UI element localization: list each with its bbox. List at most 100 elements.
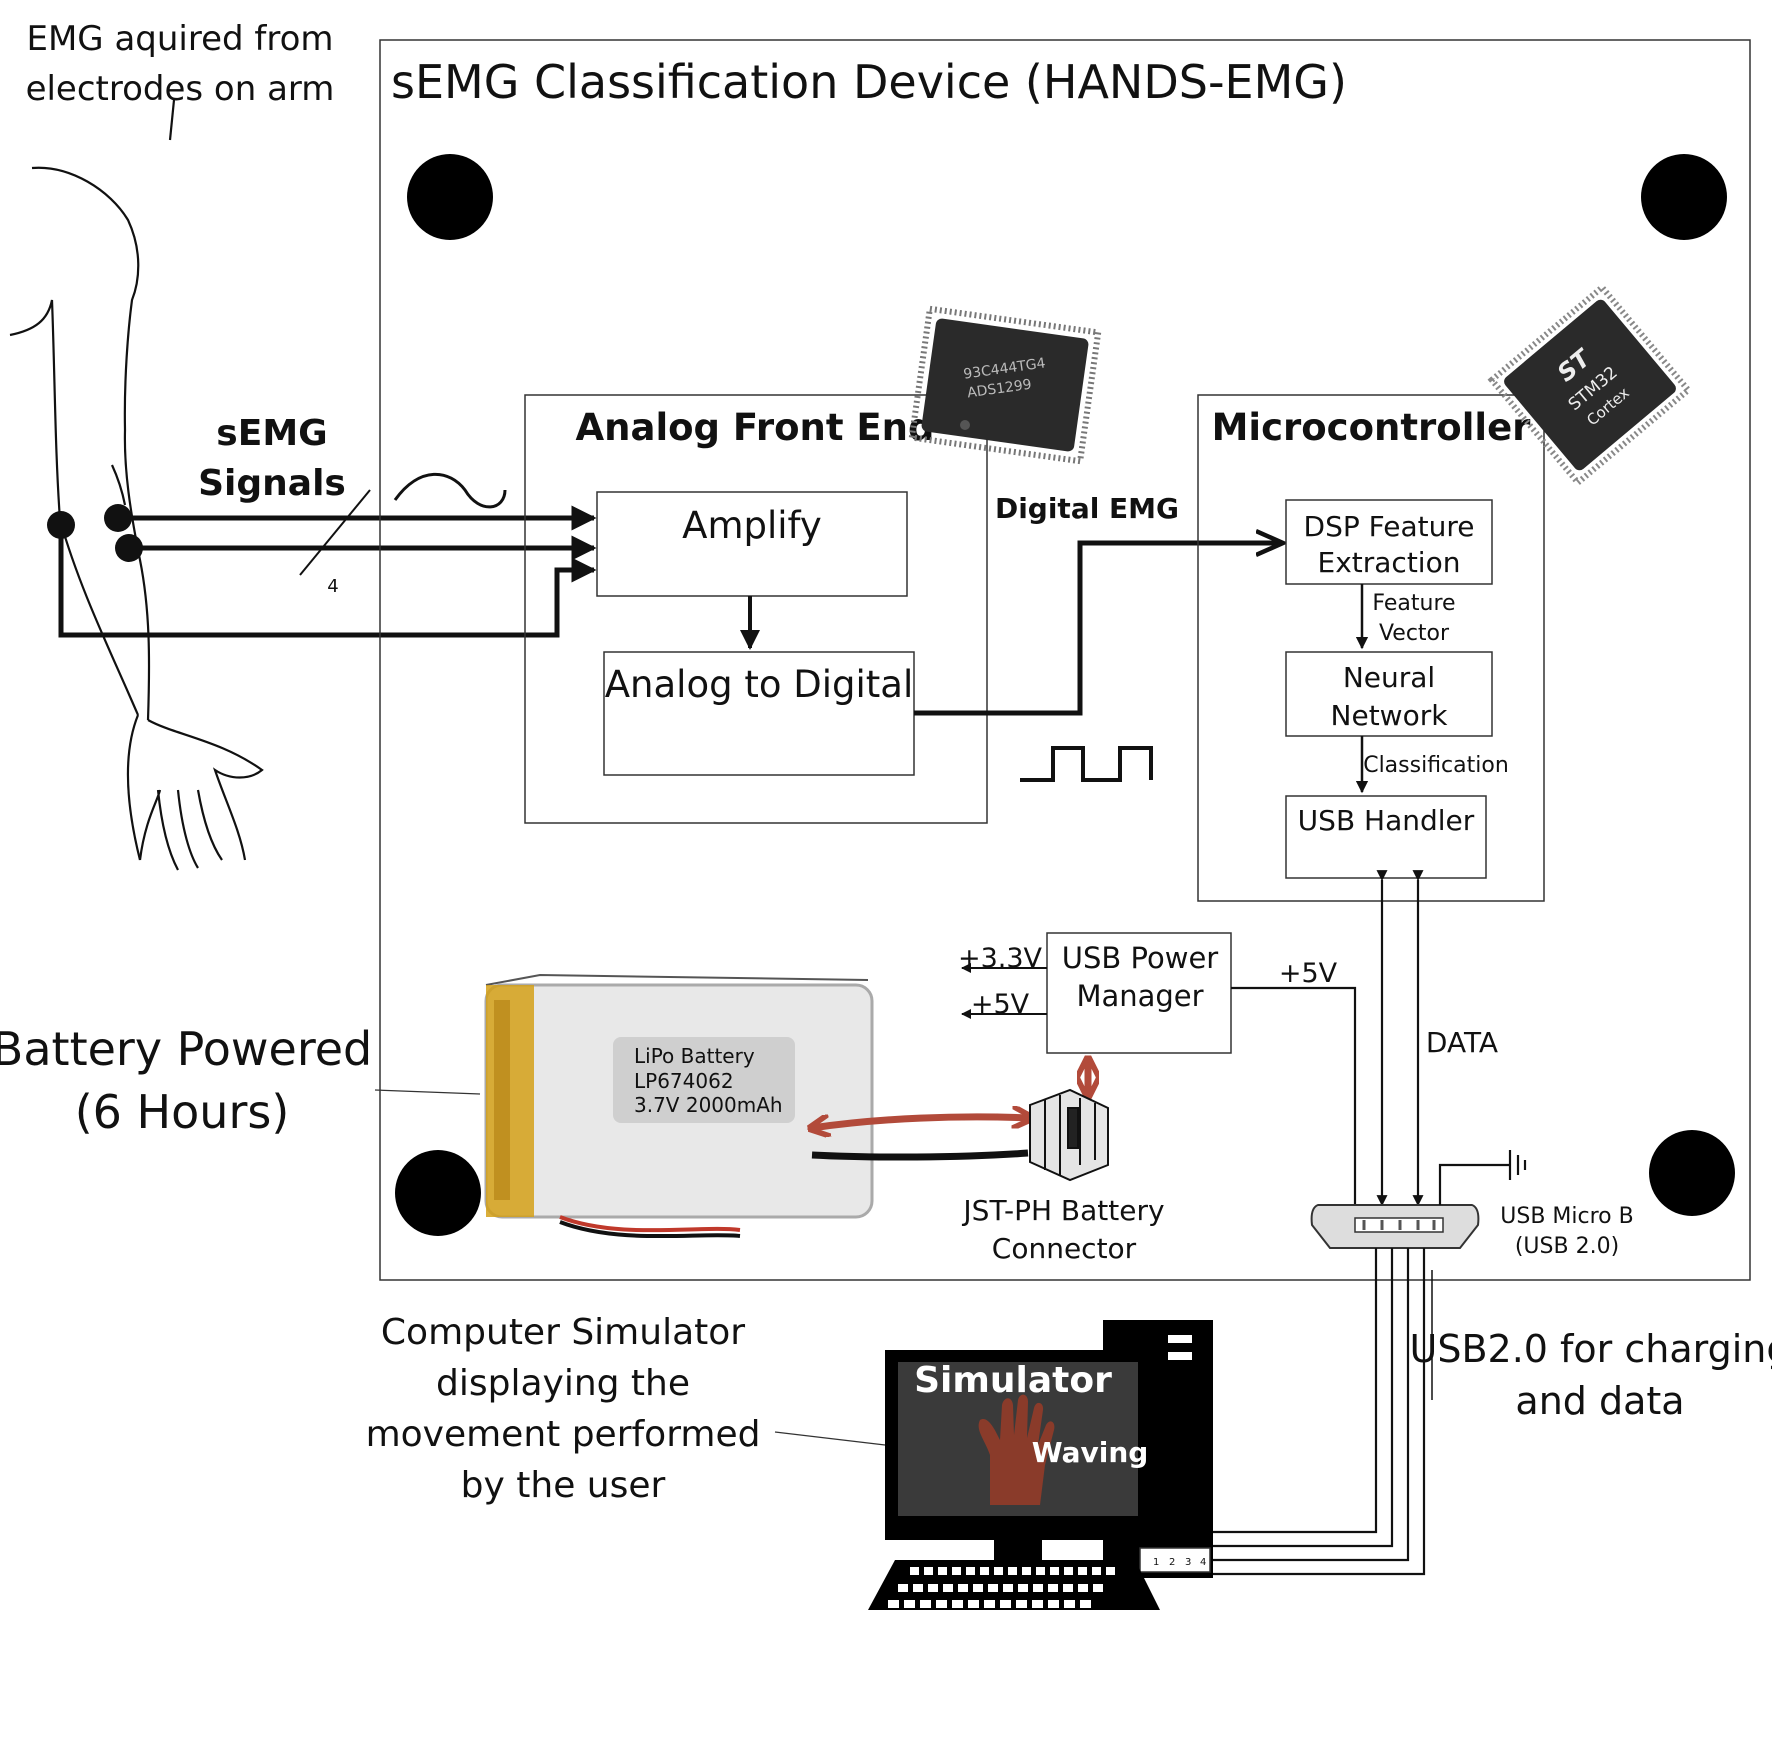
keyboard-key xyxy=(1078,1584,1088,1592)
keyboard-key xyxy=(1008,1567,1017,1575)
ground-icon xyxy=(1508,1150,1527,1180)
keyboard-key xyxy=(888,1600,899,1608)
power-manager-line2: Manager xyxy=(1076,979,1203,1013)
battery-caption-line2: (6 Hours) xyxy=(75,1085,290,1139)
usb-port-label-line1: USB Micro B xyxy=(1500,1204,1633,1229)
battery-label-line3: 3.7V 2000mAh xyxy=(634,1093,783,1117)
keyboard-key xyxy=(924,1567,933,1575)
keyboard-key xyxy=(1078,1567,1087,1575)
device-title: sEMG Classification Device (HANDS-EMG) xyxy=(391,55,1347,109)
simulator-caption-line3: movement performed xyxy=(366,1414,761,1455)
v5-input-label: +5V xyxy=(1279,958,1338,989)
mounting-hole-bottom-right xyxy=(1649,1130,1735,1216)
afe-box xyxy=(524,394,988,824)
power-manager-line1: USB Power xyxy=(1062,941,1219,975)
keyboard-key xyxy=(1092,1567,1101,1575)
nn-label-line2: Network xyxy=(1331,699,1449,732)
digital-wave-icon xyxy=(1020,746,1153,782)
usb-pin-3: 3 xyxy=(1185,1557,1191,1568)
battery-label-line2: LP674062 xyxy=(634,1069,734,1093)
keyboard-key xyxy=(936,1600,947,1608)
keyboard-key xyxy=(1048,1600,1059,1608)
v33-label: +3.3V xyxy=(958,943,1043,974)
dsp-block xyxy=(1285,499,1493,585)
usb-5v-feed-wire xyxy=(1231,986,1357,1205)
usb-cable xyxy=(1212,1248,1426,1576)
keyboard-key xyxy=(952,1567,961,1575)
bus-width-label: 4 xyxy=(327,576,338,597)
keyboard-key xyxy=(1106,1567,1115,1575)
keyboard-key xyxy=(1036,1567,1045,1575)
battery-label-line1: LiPo Battery xyxy=(634,1044,755,1068)
jst-ph-connector-icon xyxy=(1029,1088,1109,1182)
device-outline xyxy=(379,39,1751,1281)
connector-label-line1: JST-PH Battery xyxy=(961,1194,1164,1227)
keyboard-key xyxy=(958,1584,968,1592)
keyboard-key xyxy=(968,1600,979,1608)
battery-ground-wire xyxy=(811,1149,1029,1161)
keyboard-key xyxy=(904,1600,915,1608)
usb-data-lines xyxy=(1376,870,1424,1207)
keyboard-key xyxy=(920,1600,931,1608)
usb-caption-line1: USB2.0 for charging xyxy=(1410,1327,1772,1371)
keyboard-key xyxy=(910,1567,919,1575)
classification-label: Classification xyxy=(1363,753,1509,778)
battery-connector-power-arrow xyxy=(812,1117,1030,1128)
keyboard-key xyxy=(1063,1584,1073,1592)
keyboard-key xyxy=(1018,1584,1028,1592)
analog-wave-icon xyxy=(393,472,507,509)
semg-signal-wires xyxy=(58,505,597,638)
bus-slash xyxy=(299,489,371,576)
keyboard-key xyxy=(1048,1584,1058,1592)
mounting-hole-top-right xyxy=(1641,154,1727,240)
usb-pin-2: 2 xyxy=(1169,1557,1175,1568)
simulator-caption-line4: by the user xyxy=(461,1465,666,1506)
keyboard-key xyxy=(943,1584,953,1592)
usb-pin-1: 1 xyxy=(1153,1557,1159,1568)
ads1299-chip-icon: 93C444TG4 ADS1299 xyxy=(908,305,1102,465)
feature-vector-line1: Feature xyxy=(1372,591,1455,616)
keyboard-key xyxy=(1080,1600,1091,1608)
keyboard-key xyxy=(928,1584,938,1592)
usb-micro-b-port xyxy=(1310,1204,1480,1249)
keyboard-key xyxy=(938,1567,947,1575)
simulator-caption-line1: Computer Simulator xyxy=(381,1312,745,1353)
mcu-title: Microcontroller xyxy=(1212,406,1532,449)
arm-caption-line2: electrodes on arm xyxy=(26,69,335,109)
keyboard-key xyxy=(1032,1600,1043,1608)
keyboard-key xyxy=(1016,1600,1027,1608)
digital-emg-label: Digital EMG xyxy=(995,492,1179,525)
keyboard-key xyxy=(1000,1600,1011,1608)
neural-network-block xyxy=(1285,651,1493,737)
keyboard-key xyxy=(988,1584,998,1592)
keyboard-key xyxy=(980,1567,989,1575)
simulator-title: Simulator xyxy=(914,1360,1112,1401)
feature-vector-line2: Vector xyxy=(1379,621,1450,646)
dsp-label-line2: Extraction xyxy=(1318,546,1461,579)
usb-power-manager-block xyxy=(1046,932,1232,1054)
semg-label-line2: Signals xyxy=(198,463,346,504)
keyboard-key xyxy=(1003,1584,1013,1592)
usb-pin-4: 4 xyxy=(1200,1557,1206,1568)
usb-ground-wire xyxy=(1438,1163,1510,1205)
keyboard-key xyxy=(966,1567,975,1575)
keyboard-key xyxy=(1033,1584,1043,1592)
battery-caption-leader xyxy=(374,1089,481,1095)
amplify-label: Amplify xyxy=(682,504,822,547)
lipo-battery-image: LiPo Battery LP674062 3.7V 2000mAh xyxy=(482,970,886,1239)
usb-handler-block xyxy=(1285,795,1487,879)
keyboard-key xyxy=(952,1600,963,1608)
keyboard-key xyxy=(973,1584,983,1592)
keyboard-key xyxy=(984,1600,995,1608)
simulator-caption: Computer Simulator displaying the moveme… xyxy=(366,1312,761,1506)
digital-emg-wire xyxy=(914,543,1283,716)
adc-block xyxy=(603,651,915,776)
usb-caption-line2: and data xyxy=(1515,1379,1684,1423)
keyboard-key xyxy=(1064,1600,1075,1608)
adc-label: Analog to Digital xyxy=(605,663,914,706)
keyboard-keys xyxy=(888,1567,1115,1608)
mounting-hole-bottom-left xyxy=(395,1150,481,1236)
dsp-label-line1: DSP Feature xyxy=(1304,510,1475,543)
usb-handler-label: USB Handler xyxy=(1298,804,1475,837)
